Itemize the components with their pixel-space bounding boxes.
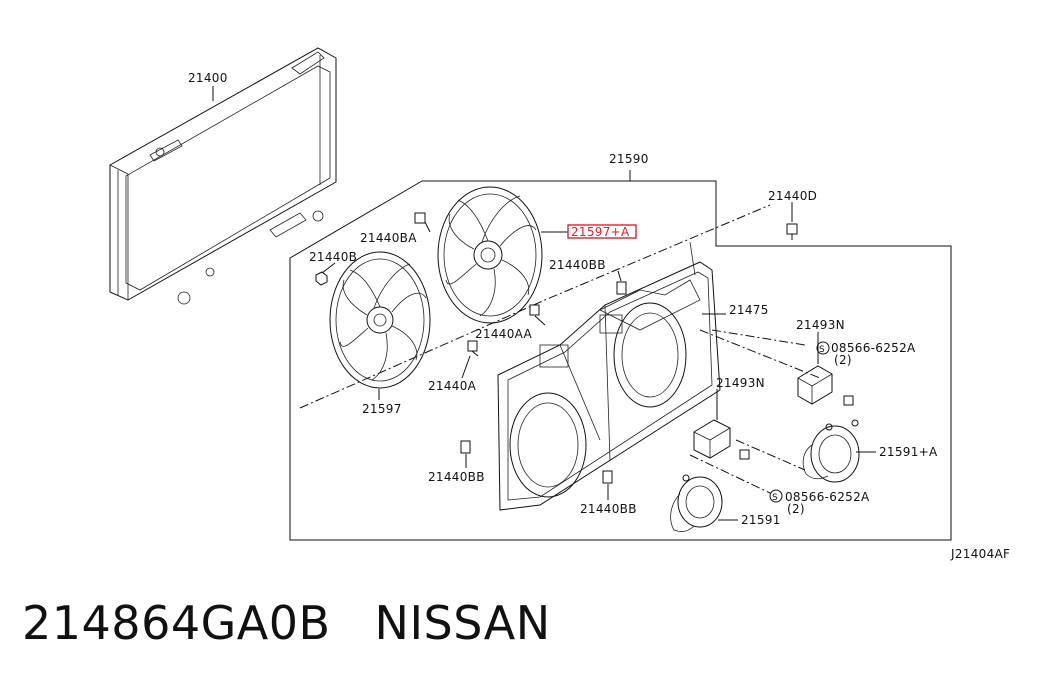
parts-diagram: 21400 21590 21597+A 21597	[109, 47, 1010, 561]
clip-bb-left-icon	[460, 440, 471, 454]
label-screw-1: 08566-6252A	[831, 341, 916, 355]
label-clip-bb-bottom: 21440BB	[580, 502, 637, 516]
clip-aa-icon	[529, 304, 540, 316]
label-bolt-ba: 21440BA	[360, 231, 417, 245]
part-number: 214864GA0B	[22, 596, 331, 650]
svg-text:S: S	[772, 493, 778, 503]
label-screw-2: 08566-6252A	[785, 490, 870, 504]
fan-a-drawing	[437, 186, 543, 324]
clip-bb-top-icon	[616, 281, 627, 295]
motor-drawing	[670, 474, 723, 533]
clip-bb-bottom-icon	[602, 470, 613, 484]
screw-2-icon	[739, 449, 750, 460]
label-bolt-b: 21440B	[309, 250, 357, 264]
label-resistor-2: 21493N	[716, 376, 765, 390]
highlight-box	[567, 224, 637, 239]
caption: 214864GA0B NISSAN	[22, 596, 551, 666]
resistor-2-drawing	[693, 419, 731, 459]
label-screw-1-qty: (2)	[834, 353, 852, 367]
brand-name: NISSAN	[374, 596, 551, 650]
label-shroud: 21475	[729, 303, 769, 317]
diagram-code: J21404AF	[950, 547, 1010, 561]
radiator-drawing	[109, 47, 337, 305]
bolt-ba-icon	[414, 212, 426, 224]
motor-a-drawing	[802, 419, 860, 483]
label-clip-a: 21440A	[428, 379, 477, 393]
label-clip-bb-top: 21440BB	[549, 258, 606, 272]
resistor-1-drawing	[797, 365, 833, 405]
bolt-b-icon	[315, 271, 328, 286]
label-resistor-1: 21493N	[796, 318, 845, 332]
bolt-d-icon	[786, 223, 798, 240]
label-motor: 21591	[741, 513, 781, 527]
label-assembly: 21590	[609, 152, 649, 166]
clip-a-icon	[467, 340, 479, 357]
label-fan: 21597	[362, 402, 402, 416]
label-radiator: 21400	[188, 71, 228, 85]
svg-text:S: S	[819, 345, 825, 355]
label-clip-bb-left: 21440BB	[428, 470, 485, 484]
shroud-drawing	[497, 241, 721, 511]
label-fan-a: 21597+A	[571, 225, 630, 239]
label-screw-2-qty: (2)	[787, 502, 805, 516]
fan-drawing	[329, 251, 431, 389]
label-bolt-d: 21440D	[768, 189, 817, 203]
label-clip-aa: 21440AA	[475, 327, 533, 341]
screw-1-icon	[843, 395, 854, 406]
label-motor-a: 21591+A	[879, 445, 938, 459]
assembly-outline	[289, 180, 952, 541]
